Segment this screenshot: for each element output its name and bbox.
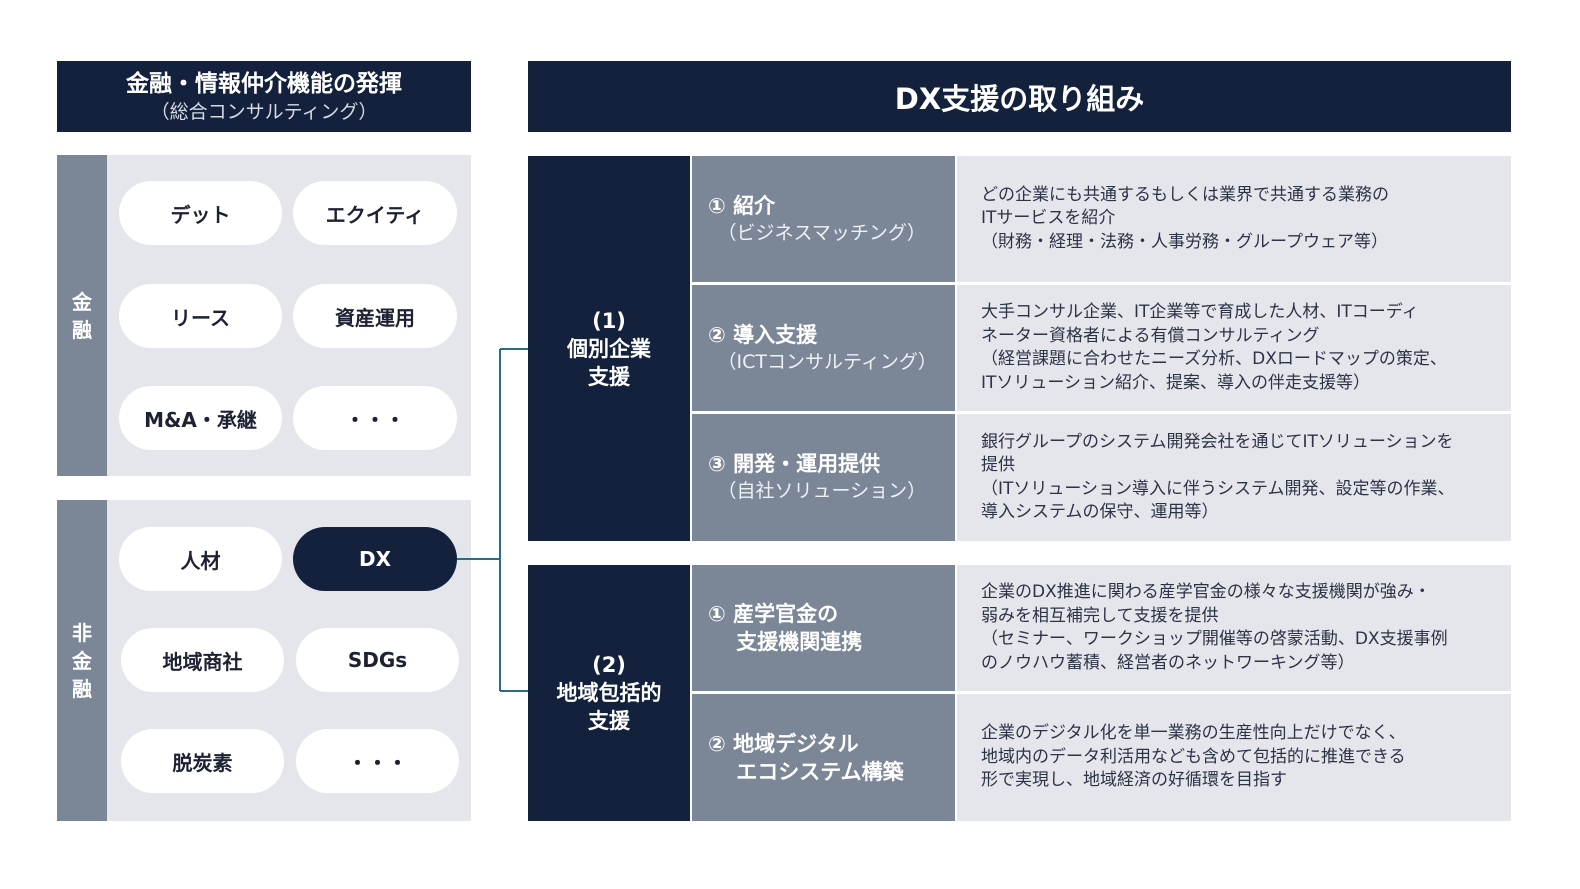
finance-label-text: 金融 bbox=[72, 289, 92, 342]
section2-row2-desc: 企業のデジタル化を単一業務の生産性向上だけでなく、 地域内のデータ利活用なども含… bbox=[957, 694, 1511, 821]
section1-row3-title: ③ 開発・運用提供 （自社ソリューション） bbox=[692, 414, 955, 541]
right-header-title: DX支援の取り組み bbox=[894, 81, 1145, 116]
section1-name-line2: 支援 bbox=[588, 364, 630, 389]
section1-row3-title-text: ③ 開発・運用提供 bbox=[708, 452, 881, 476]
section1-row2-title: ② 導入支援 （ICTコンサルティング） bbox=[692, 285, 955, 411]
section2-row1-title-line2: 支援機関連携 bbox=[708, 630, 863, 654]
non-finance-label-text: 非金融 bbox=[72, 620, 92, 701]
left-header: 金融・情報仲介機能の発揮 （総合コンサルティング） bbox=[57, 61, 471, 132]
non-finance-item-decarbonization: 脱炭素 bbox=[121, 729, 284, 793]
section1-row3-desc-line: 提供 bbox=[981, 455, 1015, 475]
finance-item-lease: リース bbox=[119, 284, 282, 348]
section2-row2-desc-line: 地域内のデータ利活用なども含めて包括的に推進できる bbox=[981, 746, 1406, 767]
finance-label: 金融 bbox=[57, 155, 107, 476]
section1-row2-desc-line: ITソリューション紹介、提案、導入の伴走支援等） bbox=[981, 372, 1371, 393]
section1-category: (1) 個別企業 支援 bbox=[528, 156, 690, 541]
finance-item-debt: デット bbox=[119, 181, 282, 245]
section1-row2-note: （ICTコンサルティング） bbox=[708, 350, 937, 373]
section1-row1-title: ① 紹介 （ビジネスマッチング） bbox=[692, 156, 955, 282]
finance-item-asset-management: 資産運用 bbox=[293, 284, 457, 348]
section2-row2-desc-line: 企業のデジタル化を単一業務の生産性向上だけでなく、 bbox=[981, 723, 1406, 744]
finance-item-more: ・・・ bbox=[293, 386, 457, 450]
section2-row1-title-text: ① 産学官金の bbox=[708, 602, 839, 626]
finance-item-equity: エクイティ bbox=[293, 181, 457, 245]
section2-row1-desc-line: 企業のDX推進に関わる産学官金の様々な支援機関が強み・ bbox=[981, 582, 1431, 602]
section1-row1-desc-line: どの企業にも共通するもしくは業界で共通する業務の bbox=[981, 184, 1389, 205]
section2-row1-desc-line: 弱みを相互補完して支援を提供 bbox=[981, 605, 1219, 626]
section1-name-line1: 個別企業 bbox=[567, 336, 651, 361]
section1-row1-note: （ビジネスマッチング） bbox=[708, 221, 926, 244]
section1-row2-desc-line: ネーター資格者による有償コンサルティング bbox=[981, 325, 1320, 346]
section1-row3-desc: 銀行グループのシステム開発会社を通じてITソリューションを 提供 （ITソリュー… bbox=[957, 414, 1511, 541]
non-finance-item-hr: 人材 bbox=[119, 527, 282, 591]
section1-row2-title-text: ② 導入支援 bbox=[708, 322, 818, 347]
section2-row1-desc-line: のノウハウ蓄積、経営者のネットワーキング等） bbox=[981, 652, 1355, 673]
section1-row3-desc-line: （ITソリューション導入に伴うシステム開発、設定等の作業、 bbox=[981, 478, 1455, 499]
non-finance-item-dx: DX bbox=[293, 527, 457, 591]
section2-row2-title-line2: エコシステム構築 bbox=[708, 759, 904, 784]
section1-row2-desc: 大手コンサル企業、IT企業等で育成した人材、ITコーディ ネーター資格者による有… bbox=[957, 285, 1511, 411]
section1-row1-desc-line: ITサービスを紹介 bbox=[981, 208, 1116, 229]
section1-row2-desc-line: 大手コンサル企業、IT企業等で育成した人材、ITコーディ bbox=[981, 302, 1419, 322]
section1-row2-desc-line: （経営課題に合わせたニーズ分析、DXロードマップの策定、 bbox=[981, 349, 1447, 369]
section1-row3-note: （自社ソリューション） bbox=[708, 480, 927, 502]
section2-number: (2) bbox=[592, 653, 626, 677]
section1-row1-title-text: ① 紹介 bbox=[708, 193, 776, 218]
section2-row2-title-text: ② 地域デジタル bbox=[708, 731, 859, 756]
non-finance-item-regional-trading: 地域商社 bbox=[121, 628, 284, 692]
section2-row2-title: ② 地域デジタル エコシステム構築 bbox=[692, 694, 955, 821]
section1-row1-desc: どの企業にも共通するもしくは業界で共通する業務の ITサービスを紹介 （財務・経… bbox=[957, 156, 1511, 282]
section1-number: (1) bbox=[592, 308, 626, 333]
section2-name-line1: 地域包括的 bbox=[556, 681, 662, 705]
section2-row2-desc-line: 形で実現し、地域経済の好循環を目指す bbox=[981, 770, 1287, 791]
section1-row1-desc-line: （財務・経理・法務・人事労務・グループウェア等） bbox=[981, 231, 1388, 252]
right-header: DX支援の取り組み bbox=[528, 61, 1511, 132]
section2-row1-desc: 企業のDX推進に関わる産学官金の様々な支援機関が強み・ 弱みを相互補完して支援を… bbox=[957, 565, 1511, 691]
section2-row1-desc-line: （セミナー、ワークショップ開催等の啓蒙活動、DX支援事例 bbox=[981, 629, 1448, 649]
section2-name-line2: 支援 bbox=[588, 709, 630, 733]
section1-row3-desc-line: 導入システムの保守、運用等） bbox=[981, 502, 1219, 522]
non-finance-label: 非金融 bbox=[57, 500, 107, 821]
section1-row3-desc-line: 銀行グループのシステム開発会社を通じてITソリューションを bbox=[981, 431, 1454, 452]
non-finance-item-more: ・・・ bbox=[296, 729, 459, 793]
left-header-title: 金融・情報仲介機能の発揮 bbox=[126, 70, 402, 97]
section2-row1-title: ① 産学官金の 支援機関連携 bbox=[692, 565, 955, 691]
non-finance-item-sdgs: SDGs bbox=[296, 628, 459, 692]
finance-item-ma-succession: M&A・承継 bbox=[119, 386, 282, 450]
left-header-subtitle: （総合コンサルティング） bbox=[150, 100, 378, 123]
section2-category: (2) 地域包括的 支援 bbox=[528, 565, 690, 821]
